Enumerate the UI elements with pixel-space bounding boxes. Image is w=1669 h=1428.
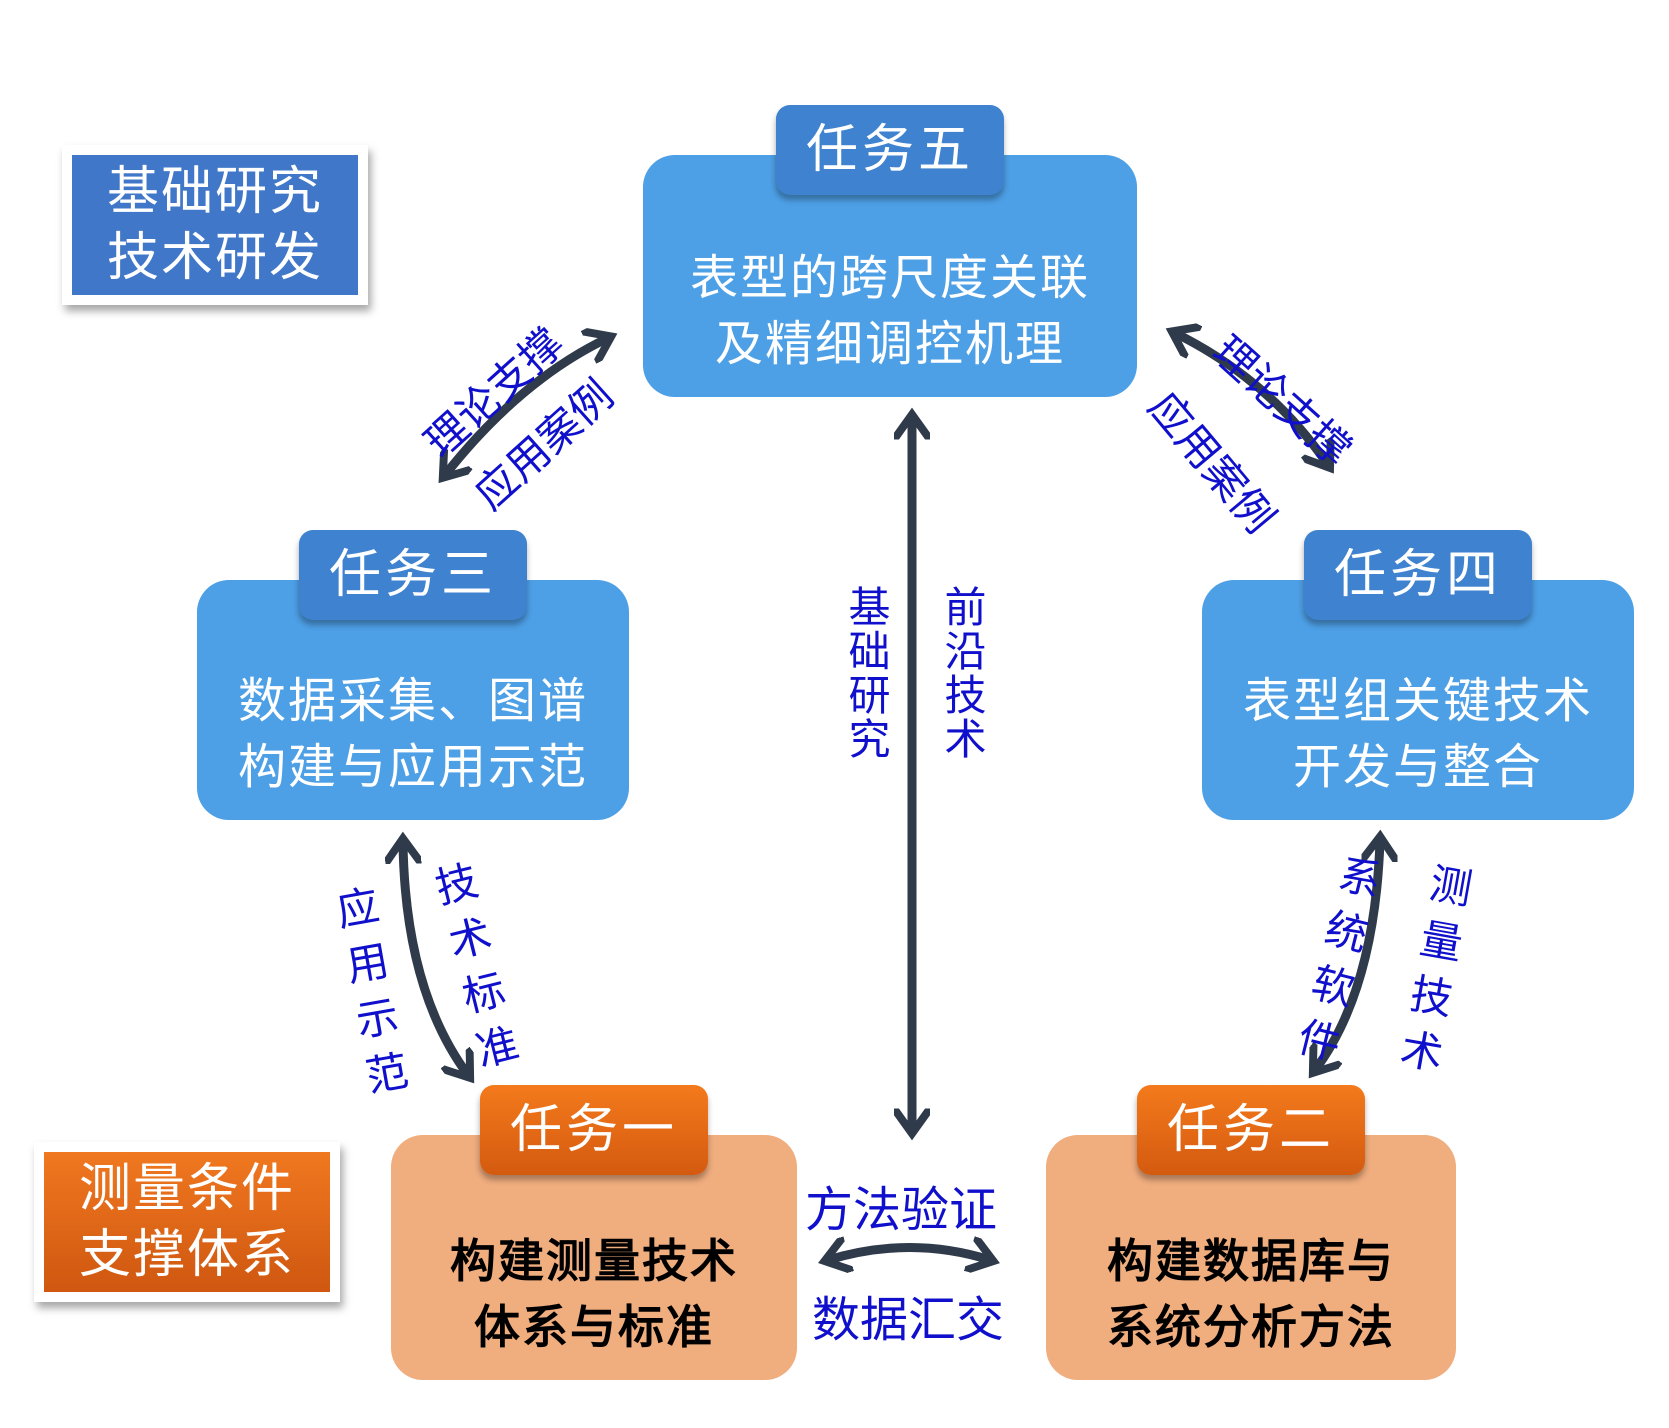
task-one-box: 任务一 构建测量技术 体系与标准 xyxy=(391,1085,797,1380)
task-four-line2: 开发与整合 xyxy=(1292,739,1543,795)
legend-research-line1: 基础研究 xyxy=(106,162,323,222)
task-one-line2: 体系与标准 xyxy=(474,1300,714,1354)
task-five-box: 任务五 表型的跨尺度关联 及精细调控机理 xyxy=(643,105,1137,397)
task-three-line1: 数据采集、图谱 xyxy=(237,673,588,729)
task-five-line2: 及精细调控机理 xyxy=(714,316,1065,372)
task-three-box: 任务三 数据采集、图谱 构建与应用示范 xyxy=(197,530,629,820)
legend-support-line2: 支撑体系 xyxy=(78,1225,295,1285)
arrow-t1-t2 xyxy=(828,1248,990,1261)
legend-support: 测量条件 支撑体系 xyxy=(34,1142,340,1302)
arrow-t5-t4 xyxy=(1175,333,1328,465)
task-one-tag: 任务一 xyxy=(479,1085,709,1175)
label-t1-t2-lower: 数据汇交 xyxy=(812,1292,1005,1348)
task-five-line1: 表型的跨尺度关联 xyxy=(689,250,1090,306)
task-four-box: 任务四 表型组关键技术 开发与整合 xyxy=(1202,530,1634,820)
arrow-t3-t1 xyxy=(403,842,468,1075)
task-four-tag: 任务四 xyxy=(1303,530,1533,620)
task-three-tag: 任务三 xyxy=(298,530,528,620)
task-four-line1: 表型组关键技术 xyxy=(1242,673,1593,729)
arrow-t4-t2 xyxy=(1315,840,1380,1070)
task-two-tag: 任务二 xyxy=(1136,1085,1366,1175)
arrow-t3-t5 xyxy=(445,338,608,475)
legend-research-line2: 技术研发 xyxy=(106,228,323,288)
task-one-line1: 构建测量技术 xyxy=(450,1234,738,1288)
task-three-line2: 构建与应用示范 xyxy=(237,739,588,795)
label-center-left: 基础研究 xyxy=(842,585,891,761)
task-two-line2: 系统分析方法 xyxy=(1107,1300,1395,1354)
legend-support-line1: 测量条件 xyxy=(78,1159,295,1219)
task-two-box: 任务二 构建数据库与 系统分析方法 xyxy=(1046,1085,1456,1380)
task-five-tag: 任务五 xyxy=(775,105,1005,195)
label-t1-t2-upper: 方法验证 xyxy=(805,1182,998,1238)
task-two-line1: 构建数据库与 xyxy=(1107,1234,1395,1288)
label-center-right: 前沿技术 xyxy=(938,585,987,761)
legend-research: 基础研究 技术研发 xyxy=(62,145,368,305)
